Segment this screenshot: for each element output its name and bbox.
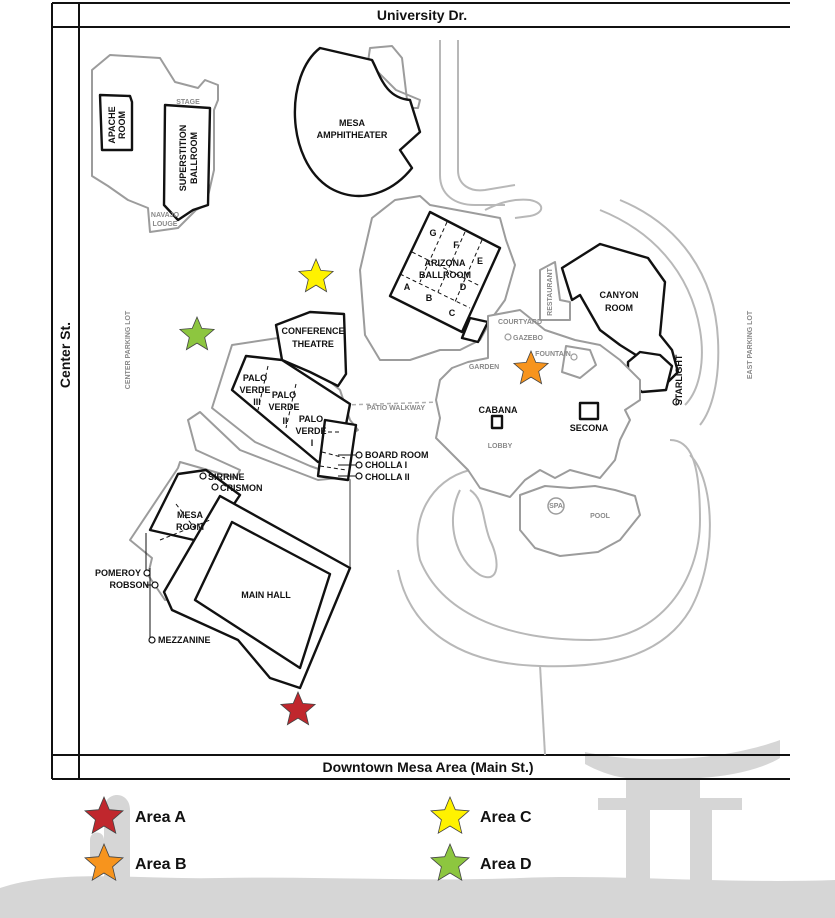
apache-superstition-building [91,54,219,233]
superstition-ballroom-label-1: SUPERSTITION [178,125,188,192]
cabana-label: CABANA [479,405,518,415]
mezzanine-label: MEZZANINE [158,635,211,645]
canyon-room-label-1: CANYON [599,290,638,300]
sirrine-label: SIRRINE [208,472,245,482]
patio-walkway-label: PATIO WALKWAY [367,405,426,412]
palo-verde-iii-label-1: PALO [243,373,267,383]
legend-label-area-b: Area B [135,856,187,873]
sirrine-marker [199,472,207,480]
pomeroy-label: POMEROY [95,568,141,578]
canyon-room-label-2: ROOM [605,303,633,313]
navajo-louge-label-2: LOUGE [153,221,178,228]
cholla-i-marker [355,461,363,469]
conference-theatre-label-1: CONFERENCE [281,326,344,336]
spa-marker [547,497,565,515]
gazebo-marker [504,333,512,341]
cholla-i-label: CHOLLA I [365,460,407,470]
area-stars [178,257,550,726]
pomeroy-marker [143,569,151,577]
street-center-st: Center St. [57,322,73,388]
navajo-louge-label-1: NAVAJO [151,212,180,219]
legend-star-area-d [430,842,470,882]
apache-room-label-1: APACHE [107,106,117,143]
legend-label-area-d: Area D [480,856,532,873]
legend-label-area-c: Area C [480,809,532,826]
mesa-room-label-2: ROOM [176,522,204,532]
area-a-star-marker [279,690,317,726]
amphitheater-label-2: AMPHITHEATER [317,130,388,140]
palo-verde-ii-label-1: PALO [272,390,296,400]
crismon-marker [211,483,219,491]
lobby-label: LOBBY [488,443,513,450]
palo-verde-iii-label-2: VERDE [239,385,270,395]
center-parking-lot-label: CENTER PARKING LOT [125,310,132,389]
cholla-ii-label: CHOLLA II [365,472,410,482]
amphitheater-label-1: MESA [339,118,366,128]
robson-marker [151,581,159,589]
courtyard-label: COURTYARD [498,319,542,326]
board-room-marker [355,451,363,459]
robson-label: ROBSON [109,580,149,590]
garden-label: GARDEN [469,364,499,371]
main-hall-label: MAIN HALL [241,590,291,600]
amphitheater-building [293,45,422,198]
street-main-st: Downtown Mesa Area (Main St.) [322,759,533,775]
superstition-ballroom-label-2: BALLROOM [189,132,199,184]
gazebo-label: GAZEBO [513,335,544,342]
palo-verde-i-label-2: VERDE [295,426,326,436]
legend-label-area-a: Area A [135,809,186,826]
street-borders [51,2,790,780]
arizona-section-e: E [477,256,483,266]
mesa-room-label-1: MESA [177,510,204,520]
arizona-section-a: A [404,282,411,292]
arizona-section-d: D [460,282,467,292]
convention-center-building [129,310,359,690]
spa-label: SPA [549,503,563,510]
area-d-star-marker [178,315,216,351]
conference-theatre-label-2: THEATRE [292,339,334,349]
palo-verde-i-label-3: I [311,438,314,448]
palo-verde-i-label-1: PALO [299,414,323,424]
arizona-ballroom-label-2: BALLROOM [419,270,471,280]
legend-star-area-b [84,842,124,882]
board-room-label: BOARD ROOM [365,450,429,460]
restaurant-label: RESTAURANT [547,267,554,315]
arizona-ballroom-label-1: ARIZONA [425,258,466,268]
legend-star-area-a [84,795,124,835]
stage-label: STAGE [176,99,200,106]
secona-building [578,401,600,421]
arizona-section-c: C [449,308,456,318]
fountain-marker [570,353,578,361]
east-parking-lot-label: EAST PARKING LOT [747,310,754,379]
arizona-section-b: B [426,293,433,303]
legend: Area A Area B Area C Area D [84,795,532,882]
starlight-label: STARLIGHT [674,354,684,405]
apache-room-label-2: ROOM [117,111,127,139]
palo-verde-iii-label-3: III [253,397,261,407]
secona-label: SECONA [570,423,609,433]
arizona-section-f: F [453,240,459,250]
mezzanine-marker [148,636,156,644]
torii-gate-silhouette [585,740,780,900]
roads [344,40,720,756]
legend-star-area-c [430,795,470,835]
pool-label: POOL [590,513,611,520]
cabana-building [490,414,504,430]
starlight-marker [672,398,680,406]
fountain-label: FOUNTAIN [535,351,571,358]
palo-verde-ii-label-2: VERDE [268,402,299,412]
area-b-star-marker [512,349,550,385]
crismon-label: CRISMON [220,483,263,493]
street-university-dr: University Dr. [377,7,467,23]
cholla-ii-marker [355,472,363,480]
area-c-star-marker [297,257,335,293]
arizona-ballroom-building [359,195,516,361]
palo-verde-ii-label-3: II [282,416,287,426]
arizona-section-g: G [429,228,436,238]
